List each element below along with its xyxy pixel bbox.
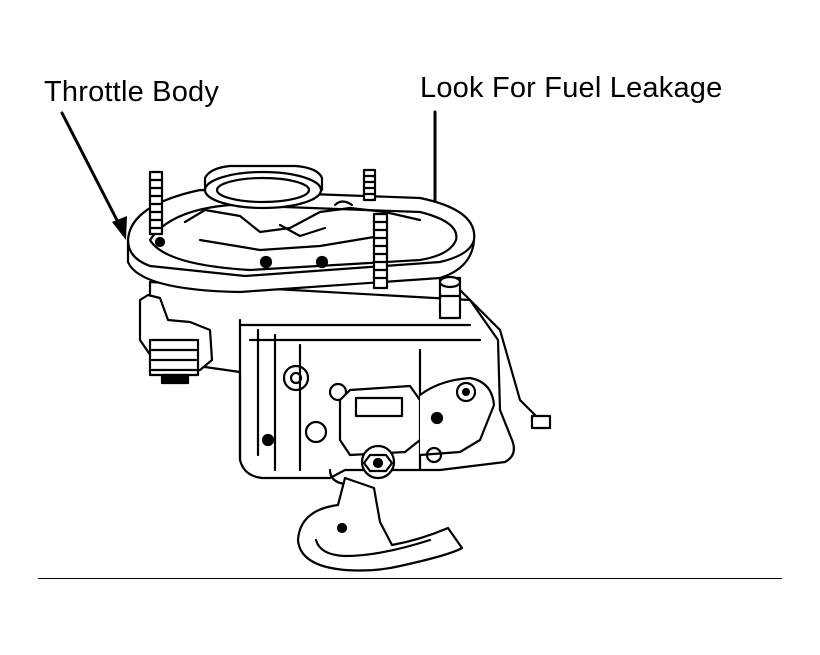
stud-rear — [362, 168, 377, 202]
throttle-body-label: Throttle Body — [44, 76, 220, 108]
throttle-arm — [296, 476, 464, 572]
throttle-body-arrow — [60, 111, 127, 240]
stud-left — [148, 170, 164, 236]
throttle-stop-screw — [438, 275, 552, 430]
fuel-leakage-label: Look For Fuel Leakage — [420, 72, 723, 104]
fuel-meter-flange — [126, 164, 476, 294]
injector-housing — [138, 293, 214, 385]
divider-line — [38, 578, 782, 579]
stud-front — [372, 212, 389, 290]
throttle-lever — [338, 376, 496, 480]
mounting-studs — [148, 168, 389, 290]
